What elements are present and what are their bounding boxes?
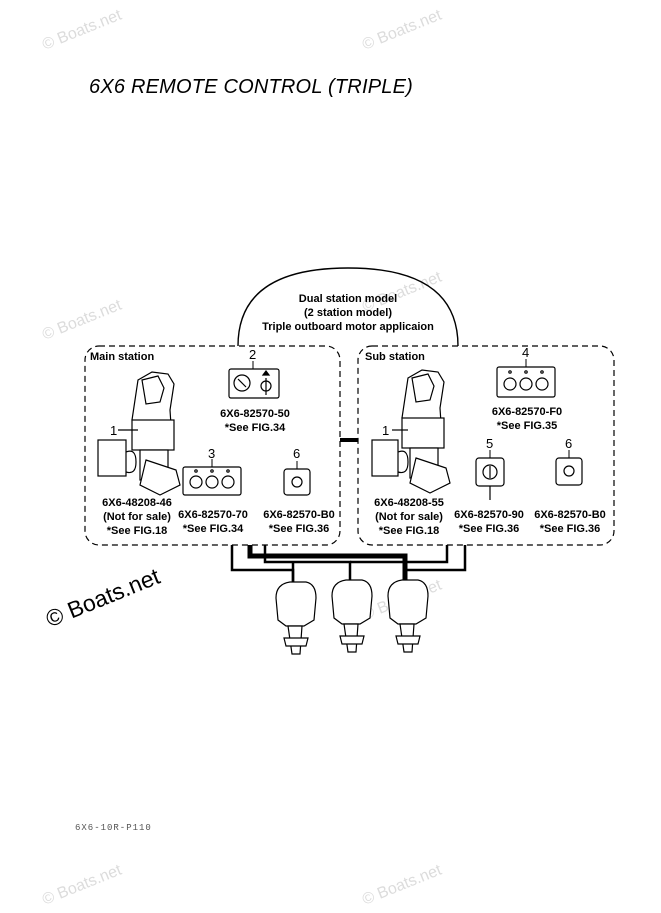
- part-label: 6X6-82570-B0 *See FIG.36: [263, 509, 335, 535]
- outboard-motor-1: [275, 581, 317, 655]
- callout-number: 5: [486, 436, 494, 451]
- part-label: 6X6-48208-46 (Not for sale) *See FIG.18: [102, 497, 172, 537]
- station-arch: [237, 267, 459, 347]
- outboard-motor-2: [331, 579, 373, 653]
- figure-code: 6X6-10R-P110: [75, 823, 152, 833]
- callout-number: 1: [382, 423, 390, 438]
- sub-station-box: [357, 345, 615, 546]
- main-station-box: [84, 345, 341, 546]
- gauge-panel-main: [182, 466, 242, 496]
- callout-number: 4: [522, 345, 530, 360]
- callout-number: 6: [565, 436, 573, 451]
- header-line-3: Triple outboard motor applicaion: [262, 321, 434, 333]
- outboard-motor-3: [387, 579, 429, 653]
- page-title: 6X6 REMOTE CONTROL (TRIPLE): [89, 76, 413, 98]
- remote-control-sub: [371, 369, 451, 494]
- part-label: 6X6-82570-70 *See FIG.34: [178, 509, 248, 535]
- callout-number: 2: [249, 347, 257, 362]
- part-label: 6X6-48208-55 (Not for sale) *See FIG.18: [374, 497, 444, 537]
- engine-harness: [230, 545, 467, 588]
- button-panel-sub: [555, 457, 583, 486]
- callout-number: 1: [110, 423, 118, 438]
- header-line-2: (2 station model): [303, 307, 392, 319]
- button-panel-main: [283, 468, 311, 496]
- callout-number: 6: [293, 446, 301, 461]
- header-box-text: Dual station model (2 station model) Tri…: [248, 292, 448, 334]
- remote-control-main: [97, 371, 181, 496]
- main-station-label: Main station: [90, 351, 155, 363]
- key-switch-sub: [475, 457, 505, 500]
- header-line-1: Dual station model: [298, 293, 398, 305]
- part-label: 6X6-82570-90 *See FIG.36: [454, 509, 524, 535]
- sub-station-label: Sub station: [365, 351, 425, 363]
- part-label: 6X6-82570-B0 *See FIG.36: [534, 509, 606, 535]
- gauge-panel-sub: [496, 366, 556, 398]
- part-label: 6X6-82570-50 *See FIG.34: [220, 408, 290, 434]
- part-label: 6X6-82570-F0 *See FIG.35: [491, 406, 563, 432]
- callout-number: 3: [208, 446, 216, 461]
- switch-panel-main: [228, 368, 280, 399]
